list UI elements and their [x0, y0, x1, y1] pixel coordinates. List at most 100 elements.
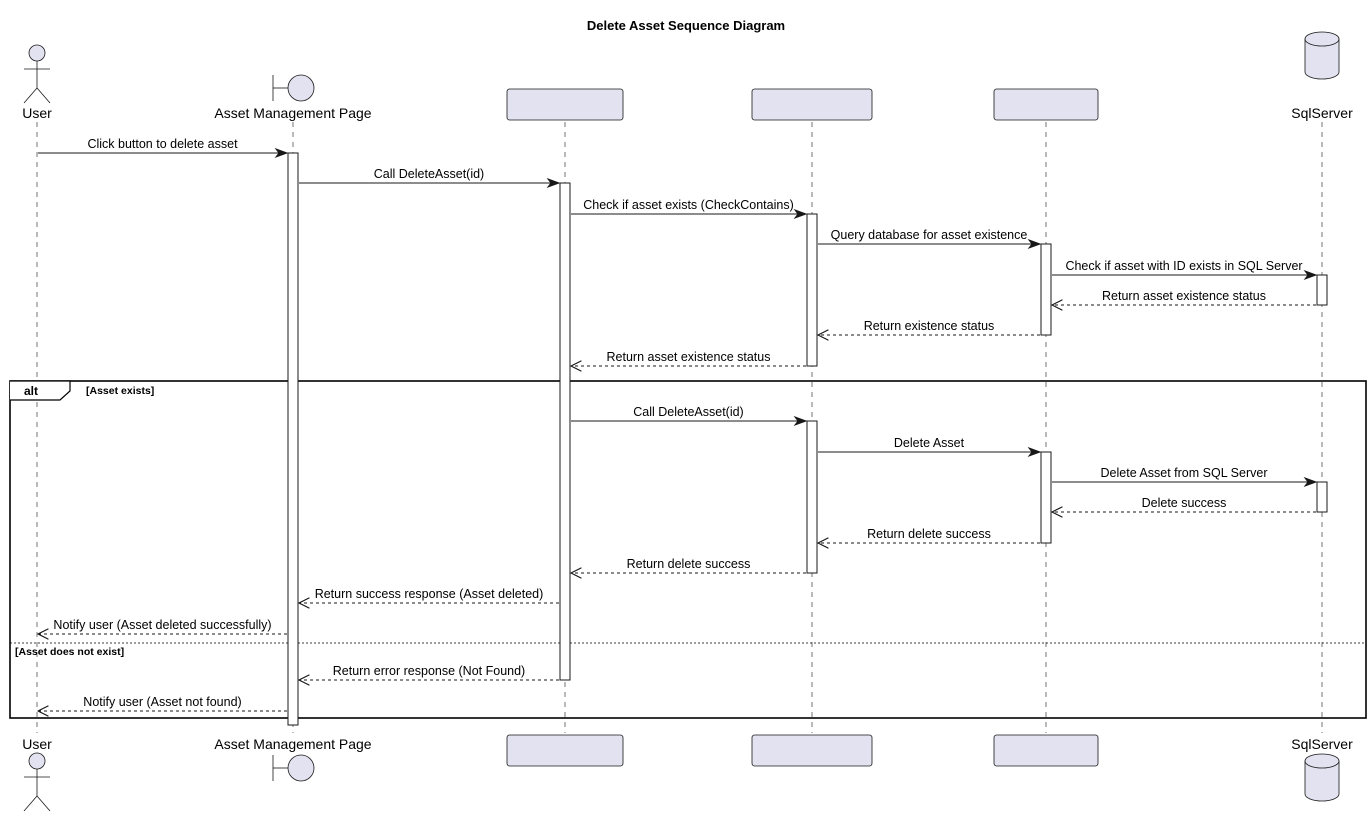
participant-label: Asset Management Page — [214, 736, 371, 752]
arrowhead — [37, 628, 49, 640]
message-label: Call DeleteAsset(id) — [374, 167, 484, 181]
activation-page — [287, 152, 299, 726]
message-arrow: Return asset existence status — [570, 350, 806, 372]
activation-ctrl — [559, 182, 571, 681]
actor-icon — [23, 44, 51, 104]
activation-sql — [1316, 274, 1328, 306]
participant-user-bottom: User — [22, 736, 52, 812]
arrowhead — [1051, 506, 1063, 518]
activation-ctx — [1040, 243, 1052, 336]
message-arrow: Check if asset with ID exists in SQL Ser… — [1052, 259, 1318, 281]
message-label: Return asset existence status — [1102, 289, 1266, 303]
arrowhead — [546, 177, 561, 189]
arrowhead — [570, 360, 582, 372]
participant-box — [751, 88, 873, 121]
arrowhead — [793, 415, 808, 427]
message-label: Delete Asset — [894, 436, 965, 450]
participant-ctx-top: InSyncContext — [993, 88, 1099, 121]
message-arrow: Return error response (Not Found) — [298, 664, 559, 686]
arrowhead — [817, 329, 829, 341]
participant-label: User — [22, 105, 52, 121]
participant-label: SqlServer — [1291, 105, 1353, 121]
message-arrow: Return delete success — [570, 557, 806, 579]
message-label: Return delete success — [627, 557, 751, 571]
database-icon — [1304, 31, 1340, 80]
alt-fragment: alt [Asset exists] [Asset does not exist] — [9, 380, 1367, 719]
arrowhead — [1303, 476, 1318, 488]
diagram-title: Delete Asset Sequence Diagram — [587, 18, 785, 33]
message-arrow: Return delete success — [817, 527, 1040, 549]
message-arrow: Notify user (Asset not found) — [37, 695, 287, 717]
alt-operator: alt — [24, 384, 38, 398]
participant-box — [506, 734, 624, 767]
message-arrow: Check if asset exists (CheckContains) — [571, 198, 808, 220]
participant-sql-bottom: SqlServer — [1291, 736, 1353, 802]
activation-repo — [806, 213, 818, 367]
arrowhead — [298, 674, 310, 686]
message-arrow: Return existence status — [817, 319, 1040, 341]
alt-guard: [Asset does not exist] — [15, 646, 124, 658]
message-label: Delete Asset from SQL Server — [1101, 466, 1268, 480]
participant-box — [993, 734, 1099, 767]
message-label: Call DeleteAsset(id) — [633, 405, 743, 419]
arrowhead — [1303, 269, 1318, 281]
participant-page-bottom: Asset Management Page — [214, 736, 372, 782]
arrowhead — [1051, 299, 1063, 311]
activation-sql — [1316, 481, 1328, 513]
message-arrow: Delete success — [1051, 496, 1316, 518]
message-arrow: Delete Asset from SQL Server — [1052, 466, 1318, 488]
message-label: Return error response (Not Found) — [333, 664, 525, 678]
message-arrow: Notify user (Asset deleted successfully) — [37, 618, 287, 640]
participant-box — [506, 88, 624, 121]
participant-box — [993, 88, 1099, 121]
actor-icon — [23, 752, 51, 812]
message-label: Notify user (Asset deleted successfully) — [53, 618, 271, 632]
participant-label: User — [22, 736, 52, 752]
participant-label: SqlServer — [1291, 736, 1353, 752]
participant-repo-bottom: IAssetRepository — [751, 734, 873, 767]
message-label: Return asset existence status — [607, 350, 771, 364]
message-arrow: Delete Asset — [818, 436, 1042, 458]
activation-bars — [287, 152, 1328, 726]
alt-frame — [9, 380, 1367, 719]
arrowhead — [274, 147, 289, 159]
message-label: Return existence status — [864, 319, 995, 333]
arrowhead — [37, 705, 49, 717]
participant-sql-top: SqlServer — [1291, 31, 1353, 121]
alt-guard: [Asset exists] — [86, 385, 154, 397]
participant-ctrl-bottom: AssetsController — [506, 734, 624, 767]
message-arrow: Call DeleteAsset(id) — [299, 167, 561, 189]
participant-user-top: User — [22, 44, 52, 121]
arrowhead — [1027, 238, 1042, 250]
message-arrow: Return asset existence status — [1051, 289, 1316, 311]
arrowhead — [298, 597, 310, 609]
participant-ctx-bottom: InSyncContext — [993, 734, 1099, 767]
participant-repo-top: IAssetRepository — [751, 88, 873, 121]
message-label: Notify user (Asset not found) — [83, 695, 241, 709]
message-arrow: Click button to delete asset — [38, 137, 289, 159]
boundary-icon — [272, 754, 315, 782]
message-label: Check if asset with ID exists in SQL Ser… — [1065, 259, 1302, 273]
participant-page-top: Asset Management Page — [214, 74, 372, 121]
message-label: Check if asset exists (CheckContains) — [583, 198, 794, 212]
participant-label: Asset Management Page — [214, 105, 371, 121]
message-arrow: Return success response (Asset deleted) — [298, 587, 559, 609]
message-arrow: Query database for asset existence — [818, 228, 1042, 250]
arrowhead — [570, 567, 582, 579]
message-arrow: Call DeleteAsset(id) — [571, 405, 808, 427]
participant-box — [751, 734, 873, 767]
message-label: Return success response (Asset deleted) — [315, 587, 544, 601]
alt-operator-tab — [10, 380, 71, 401]
boundary-icon — [272, 74, 315, 102]
arrowhead — [1027, 446, 1042, 458]
activation-ctx — [1040, 451, 1052, 544]
message-label: Delete success — [1142, 496, 1227, 510]
arrowhead — [793, 208, 808, 220]
activation-repo — [806, 420, 818, 574]
participant-ctrl-top: AssetsController — [506, 88, 624, 121]
database-icon — [1304, 753, 1340, 802]
message-label: Return delete success — [867, 527, 991, 541]
